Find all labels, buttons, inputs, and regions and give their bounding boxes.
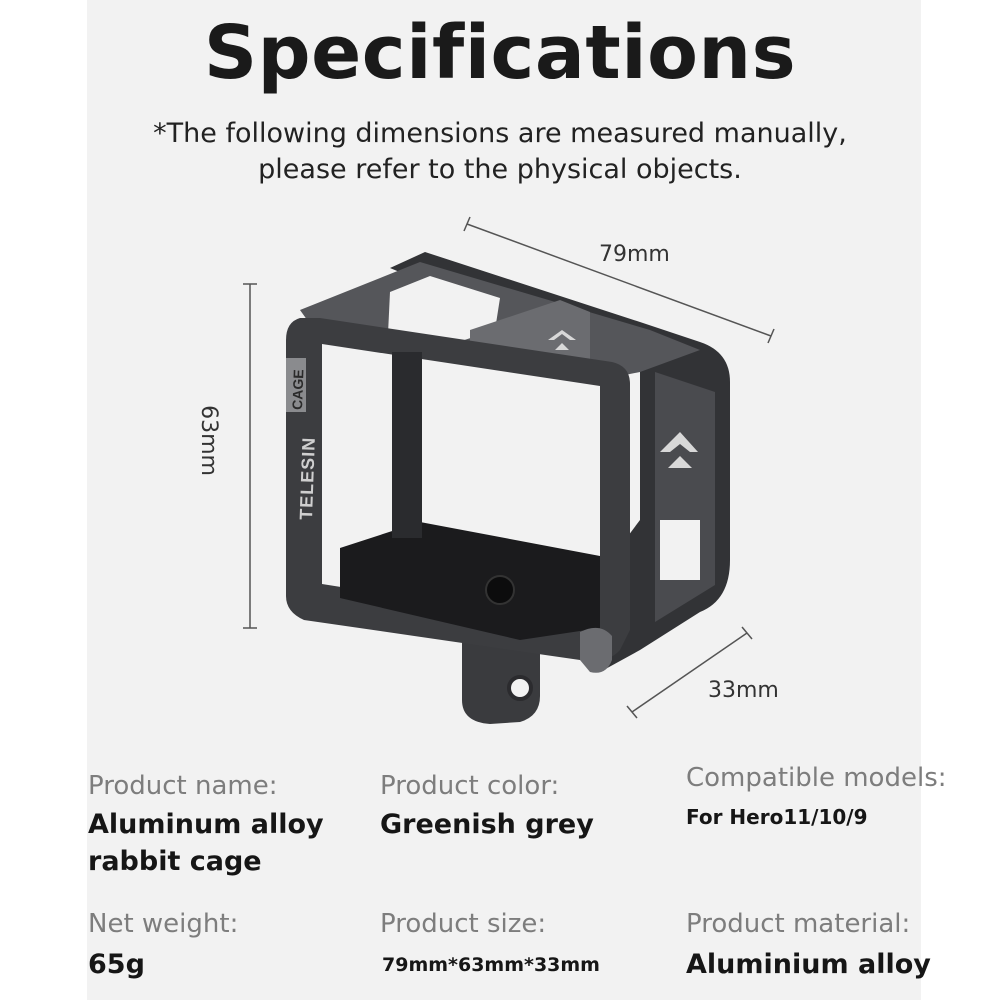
page-title: Specifications [203, 10, 797, 96]
product-name-value-line-2: rabbit cage [88, 846, 262, 877]
product-material-value: Aluminium alloy [686, 949, 931, 980]
brand-marking: TELESIN [296, 436, 319, 520]
note-line-2: please refer to the physical objects. [258, 154, 742, 185]
product-color-value: Greenish grey [380, 809, 594, 840]
brand-logo-side [660, 432, 698, 468]
product-name-value-line-1: Aluminum alloy [88, 809, 324, 840]
width-dimension-label: 79mm [599, 242, 670, 267]
height-dimension-label: 63mm [195, 405, 221, 476]
width-dimension-line [466, 223, 772, 337]
marking-tag: CAGE [289, 369, 306, 410]
brand-logo-top [548, 330, 576, 350]
product-size-label: Product size: [380, 909, 547, 939]
mount-finger [462, 640, 540, 724]
depth-dimension-label: 33mm [708, 678, 779, 703]
product-name-label: Product name: [88, 771, 278, 801]
camera-cage: TELESIN CAGE [286, 252, 730, 724]
depth-dimension-line [631, 632, 748, 713]
net-weight-value: 65g [88, 949, 145, 980]
note-line-1: *The following dimensions are measured m… [153, 118, 847, 149]
product-size-value: 79mm*63mm*33mm [382, 954, 600, 976]
dimension-lines [243, 216, 775, 719]
net-weight-label: Net weight: [88, 909, 239, 939]
product-material-label: Product material: [686, 909, 911, 939]
measurement-note: *The following dimensions are measured m… [0, 116, 1000, 188]
product-color-label: Product color: [380, 771, 560, 801]
compatible-models-value: For Hero11/10/9 [686, 805, 868, 829]
compatible-models-label: Compatible models: [686, 763, 947, 793]
